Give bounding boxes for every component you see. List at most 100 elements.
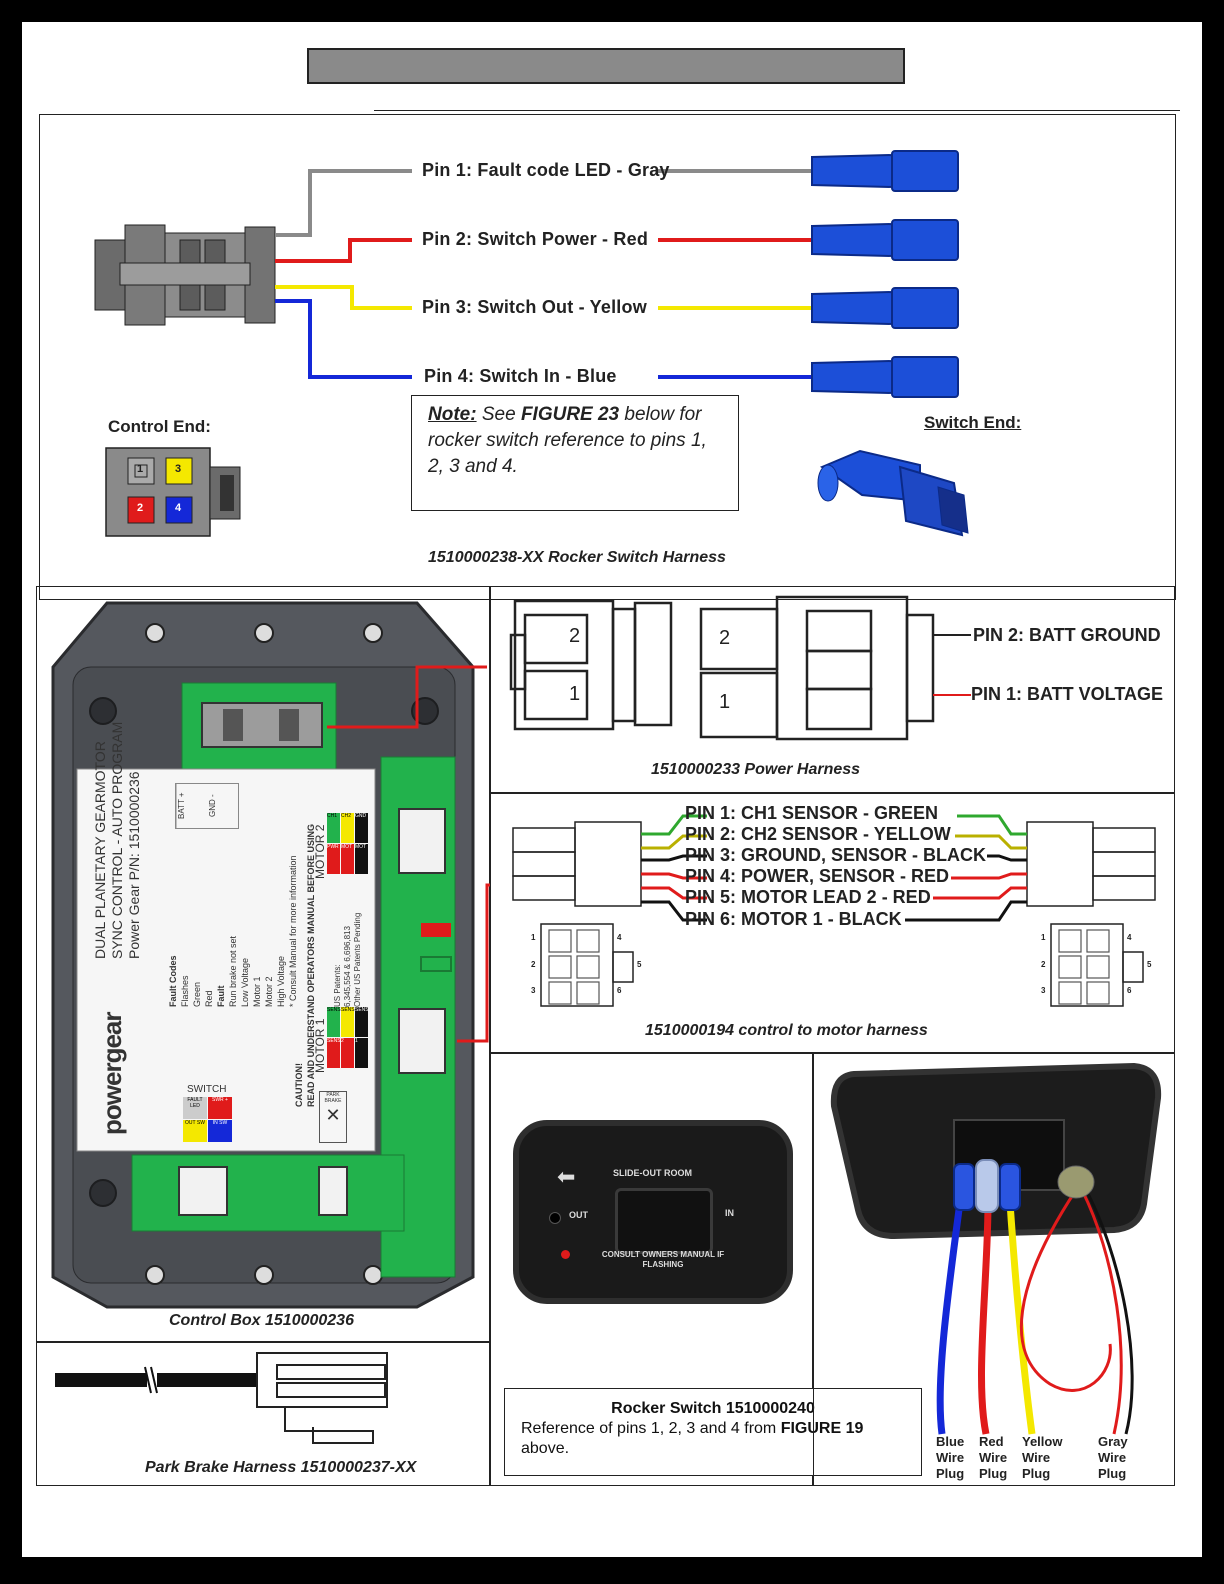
left-face-n3: 3 [531,986,536,995]
m2-gnd: GND [355,813,368,843]
m1-gnd: SENS [355,1007,369,1037]
control-end-pin2: 2 [137,502,144,514]
control-end-pin3: 3 [175,463,182,475]
m1-ch2: SENS [341,1007,355,1037]
control-end-face [105,447,241,537]
wire-yellow [275,285,412,310]
pin2-label: Pin 2: Switch Power - Red [422,229,649,249]
note-pre: See [476,404,521,425]
rocker-harness-caption: 1510000238-XX Rocker Switch Harness [428,549,726,566]
m2-ch1: CH1 [327,813,340,843]
left-face-n1: 1 [531,933,536,942]
power-harness-panel: 2 1 2 1 PIN 2: BATT GROUND PIN 1: BATT V… [490,586,1175,793]
right-face-n3: 3 [1041,986,1046,995]
control-box-panel: DUAL PLANETARY GEARMOTOR SYNC CONTROL - … [36,586,491,1342]
switch-end-label: Switch End: [924,413,1022,432]
fault-led-icon [561,1250,570,1259]
m1-pwr: SENS [327,1038,341,1068]
switch-cell-swr: SWR + [208,1097,232,1119]
header-rule [374,110,1180,111]
brand-logo: powergear [97,1012,127,1136]
fault-item-4: Motor 2 [264,976,274,1007]
switch-back-drawing [830,1062,1162,1435]
slide-icon: ⬅ [557,1164,576,1189]
rocker-ref-fig: FIGURE 19 [780,1420,864,1437]
plate-consult: CONSULT OWNERS MANUAL IF FLASHING [601,1250,725,1269]
m2-mot1: MOT [355,844,368,874]
rocker-ref-body: Reference of pins 1, 2, 3 and 4 from FIG… [521,1419,905,1459]
plug-yellow: Yellow Wire Plug [1022,1434,1063,1481]
right-face-n2: 2 [1041,960,1046,969]
switch-back-panel: Blue Wire Plug Red Wire Plug Yellow Wire… [813,1053,1175,1486]
power-pin2-label: PIN 2: BATT GROUND [973,625,1161,645]
control-end-label: Control End: [108,417,211,436]
power-conn-num2: 2 [569,625,581,647]
plate-in: IN [725,1208,734,1218]
motor1-label: MOTOR 1 [313,1018,327,1073]
rocker-harness-drawing [94,150,969,537]
rocker-button[interactable] [615,1188,713,1254]
sticker-title-line2: SYNC CONTROL - AUTO PROGRAM [109,721,125,959]
control-connector [94,224,276,326]
plug-red: Red Wire Plug [979,1434,1008,1481]
m2-pwr: PWR [327,844,340,874]
sticker-title: DUAL PLANETARY GEARMOTOR SYNC CONTROL - … [92,659,143,959]
batt-label: BATT + [176,784,208,828]
motor2-label: MOTOR 2 [313,824,327,879]
screw-hole-icon [549,1212,561,1224]
sticker-title-line3: Power Gear P/N: 1510000236 [126,771,142,959]
switch-end-plug [817,449,969,537]
motor-pin2-label: PIN 2: CH2 SENSOR - YELLOW [685,824,951,844]
rocker-harness-panel: Pin 1: Fault code LED - Gray Pin 2: Swit… [39,114,1176,600]
header-bar [307,48,905,84]
pin4-label: Pin 4: Switch In - Blue [424,366,617,386]
note-fig: FIGURE 23 [520,404,620,425]
right-face-n5: 5 [1147,960,1152,969]
spade-connectors [811,150,959,398]
fault-item-2: Low Voltage [240,957,250,1007]
m1-mot2: 2 [341,1038,354,1068]
fault-item-5: High Voltage [276,955,286,1007]
left-face-n4: 4 [617,933,622,942]
rocker-plate: SLIDE-OUT ROOM ⬅ OUT IN CONSULT OWNERS M… [513,1120,793,1304]
manual-page: Pin 1: Fault code LED - Gray Pin 2: Swit… [22,22,1202,1557]
left-face-n5: 5 [637,960,642,969]
motor-pin4-label: PIN 4: POWER, SENSOR - RED [685,866,950,886]
right-face-n6: 6 [1127,986,1132,995]
park-brake-label: PARK BRAKE [324,1092,342,1104]
right-face-n4: 4 [1127,933,1132,942]
note-rest: below for rocker switch reference to pin… [428,404,707,477]
motor-pin5-label: PIN 5: MOTOR LEAD 2 - RED [685,887,931,907]
control-box-drawing [51,601,491,1309]
plug-gray: Gray Wire Plug [1098,1434,1128,1481]
right-face-n1: 1 [1041,933,1046,942]
switch-cell-in: IN SW [208,1120,232,1142]
park-brake-drawing [55,1352,388,1444]
motor-pin1-label: PIN 1: CH1 SENSOR - GREEN [685,803,939,823]
control-box-caption: Control Box 1510000236 [169,1312,354,1329]
park-brake-panel: Park Brake Harness 1510000237-XX [36,1342,490,1486]
switch-cell-fault: FAULT LED [183,1097,207,1119]
rocker-ref-pre: Reference of pins 1, 2, 3 and 4 from [521,1420,781,1437]
power-pin1-label: PIN 1: BATT VOLTAGE [971,684,1163,704]
rocker-switch-panel: SLIDE-OUT ROOM ⬅ OUT IN CONSULT OWNERS M… [490,1053,922,1486]
power-conn-num1: 1 [569,683,581,705]
motor-harness-caption: 1510000194 control to motor harness [645,1022,928,1039]
control-end-pin4: 4 [175,502,182,514]
plate-title: SLIDE-OUT ROOM [613,1168,692,1178]
switch-grid: FAULT LED SWR + OUT SW IN SW [183,1097,232,1142]
m2-mot2: MOT [341,844,354,874]
rocker-ref-title: Rocker Switch 1510000240 [611,1400,815,1417]
power-plug-num1: 1 [719,691,731,713]
pin1-label: Pin 1: Fault code LED - Gray [422,160,670,180]
power-plug-num2: 2 [719,627,731,649]
motor2-grid: CH1 CH2 GND PWR MOT MOT [327,813,368,874]
gnd-label: GND - [207,794,217,818]
pin3-label: Pin 3: Switch Out - Yellow [422,297,647,317]
fault-item-3: Motor 1 [252,976,262,1007]
left-face-n2: 2 [531,960,536,969]
switch-label: SWITCH [187,1084,227,1095]
rocker-ref-post: above. [521,1440,570,1457]
m1-mot1: 1 [355,1038,368,1068]
motor-pin3-label: PIN 3: GROUND, SENSOR - BLACK [685,845,987,865]
